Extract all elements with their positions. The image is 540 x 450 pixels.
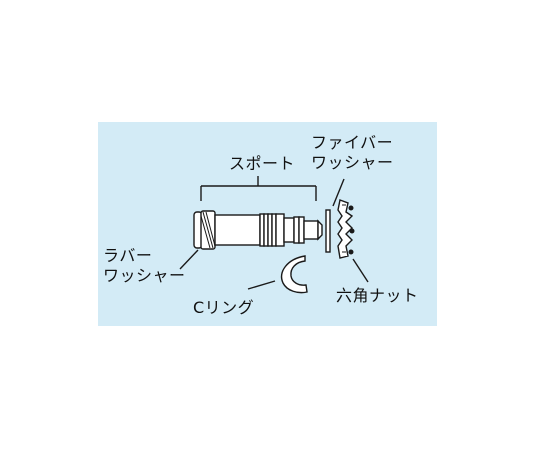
c-ring-part xyxy=(281,255,308,294)
hex-nut-part xyxy=(337,199,355,259)
c-ring-leader xyxy=(247,280,276,290)
fiber-washer-leader xyxy=(332,178,345,207)
fiber-washer-label-line1: ファイバー xyxy=(311,133,394,152)
spout-bracket xyxy=(200,176,317,201)
spout-label: スポート xyxy=(229,154,296,173)
hex-nut-label: 六角ナット xyxy=(336,286,419,305)
c-ring-label: Cリング xyxy=(193,298,255,317)
hex-nut-leader xyxy=(352,258,369,283)
rubber-washer-label-line1: ラバー xyxy=(103,246,153,265)
spout-part xyxy=(193,210,323,250)
fiber-washer-label-line2: ワッシャー xyxy=(311,153,394,172)
fiber-washer-part xyxy=(325,209,331,253)
rubber-washer-leader xyxy=(179,249,199,270)
rubber-washer-label-line2: ワッシャー xyxy=(103,266,186,285)
